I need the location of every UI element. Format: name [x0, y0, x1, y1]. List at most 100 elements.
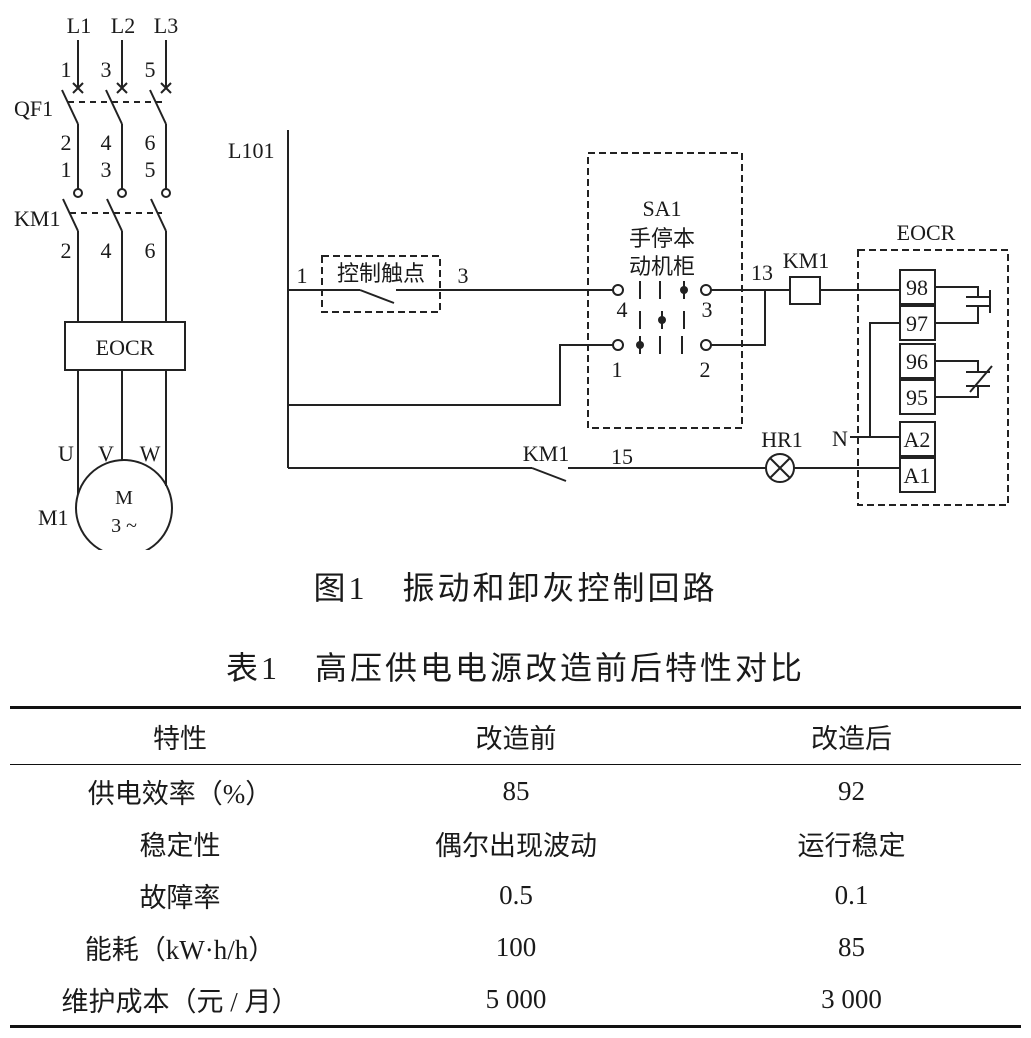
table-cell: 85: [502, 775, 530, 806]
aux-contact-blade: [531, 467, 567, 482]
breaker-label: QF1: [14, 96, 53, 121]
motor-terminal-label: V: [98, 441, 114, 466]
contactor-terminal: [117, 188, 127, 198]
table-row: 稳定性 偶尔出现波动 运行稳定: [10, 817, 1021, 869]
table-cell: 0.1: [834, 879, 869, 910]
overcurrent-relay-box: [64, 321, 186, 371]
table-cell: 0.5: [499, 879, 533, 910]
column-header: 改造后: [682, 707, 1021, 765]
switch-terminal: [700, 284, 712, 296]
node-label-1: 1: [297, 263, 308, 288]
eocr-terminal-a2: [899, 421, 936, 457]
selector-switch-desc: 手停本: [629, 226, 695, 251]
trip-mark: [160, 82, 172, 94]
wire: [935, 286, 979, 297]
table-cell: 100: [495, 931, 537, 962]
wire: [935, 360, 979, 372]
contactor-terminal-label: 2: [61, 238, 72, 263]
motor-label: M1: [38, 505, 69, 530]
switch-terminal-label: 2: [700, 357, 711, 382]
contactor-terminal-label: 4: [101, 238, 112, 263]
control-contact-box: [321, 255, 441, 313]
breaker-trip-marks: [72, 82, 172, 94]
figure-caption: 图1 振动和卸灰控制回路: [313, 570, 718, 606]
breaker-blade: [61, 89, 79, 125]
contactor-terminal: [73, 188, 83, 198]
motor-terminal-label: U: [58, 441, 74, 466]
node-label-3: 3: [458, 263, 469, 288]
motor-symbol: [75, 459, 173, 550]
circuit-diagram: L1 L2 L3 1 3 5 QF1 2 4 6: [14, 13, 1009, 550]
table-title: 表1 高压供电电源改造前后特性对比: [225, 650, 805, 686]
table-cell: 3 000: [821, 983, 882, 1014]
header-row: 特性 改造前 改造后: [10, 707, 1021, 765]
eocr-terminal-label: 95: [906, 385, 928, 410]
aux-contact-label: KM1: [523, 441, 569, 466]
breaker-terminal-label: 3: [101, 57, 112, 82]
switch-terminal-label: 4: [617, 297, 628, 322]
table-header: 特性 改造前 改造后: [10, 707, 1021, 765]
contactor-terminal-label: 5: [145, 157, 156, 182]
trip-mark: [116, 82, 128, 94]
selector-switch-label: SA1: [642, 196, 681, 221]
column-header: 改造前: [350, 707, 682, 765]
contact-dot: [658, 316, 666, 324]
selector-switch-contacts: [612, 281, 712, 354]
wire: [288, 344, 613, 406]
neutral-label: N: [832, 426, 848, 451]
indicator-lamp-label: HR1: [761, 427, 803, 452]
control-contact-blade: [359, 289, 395, 304]
contactor-blade: [62, 198, 79, 232]
wire: [935, 306, 979, 324]
breaker-terminal-label: 6: [145, 130, 156, 155]
contactor-terminal: [161, 188, 171, 198]
switch-terminal: [700, 339, 712, 351]
table-cell: 运行稳定: [797, 830, 906, 861]
phase-label-l3: L3: [154, 13, 178, 38]
wire: [869, 322, 900, 437]
lamp-cross: [769, 457, 791, 479]
table-row: 供电效率（%） 85 92: [10, 765, 1021, 818]
breaker-terminal-label: 4: [101, 130, 112, 155]
table-cell: 稳定性: [139, 830, 221, 861]
eocr-nc-contact: [935, 360, 993, 398]
motor-terminal-label: W: [140, 441, 161, 466]
contactor-terminal-label: 6: [145, 238, 156, 263]
contact-dot: [680, 286, 688, 294]
motor-symbol-letter: M: [115, 487, 133, 509]
contact-blade: [969, 365, 993, 393]
switch-terminal: [612, 339, 624, 351]
switch-terminal-label: 3: [702, 297, 713, 322]
motor-phase-label: 3 ~: [111, 515, 137, 537]
wire: [935, 386, 979, 398]
contactor-terminal-label: 1: [61, 157, 72, 182]
eocr-terminal-a1: [899, 457, 936, 493]
breaker-terminal-label: 5: [145, 57, 156, 82]
table-body: 供电效率（%） 85 92 稳定性 偶尔出现波动 运行稳定 故障率 0.5 0.…: [10, 765, 1021, 1027]
comparison-table: 特性 改造前 改造后 供电效率（%） 85 92 稳定性 偶尔出现波动 运行稳定…: [10, 706, 1021, 1028]
contactor-label: KM1: [14, 206, 60, 231]
eocr-module-label: EOCR: [897, 220, 956, 245]
switch-terminal-label: 1: [612, 357, 623, 382]
table-cell: 故障率: [139, 882, 221, 913]
trip-mark: [72, 82, 84, 94]
contactor-coil-label: KM1: [783, 248, 829, 273]
table-cell: 5 000: [485, 983, 547, 1014]
phase-label-l2: L2: [111, 13, 135, 38]
table-row: 能耗（kW·h/h） 100 85: [10, 921, 1021, 973]
eocr-module-box: [857, 249, 1009, 506]
overcurrent-relay-label: EOCR: [96, 335, 155, 360]
table-cell: 维护成本（元 / 月）: [61, 986, 299, 1017]
eocr-terminal-label: 96: [906, 349, 928, 374]
supply-label: L101: [228, 138, 274, 163]
table-cell: 92: [838, 775, 865, 806]
breaker-blade: [149, 89, 167, 125]
contactor-blade: [150, 198, 167, 232]
contactor-terminal-label: 3: [101, 157, 112, 182]
eocr-no-contact: [935, 286, 991, 324]
table-row: 故障率 0.5 0.1: [10, 869, 1021, 921]
breaker-terminal-label: 2: [61, 130, 72, 155]
table-cell: 85: [838, 931, 865, 962]
contact-dot: [636, 341, 644, 349]
eocr-terminal-label: 97: [906, 311, 928, 336]
